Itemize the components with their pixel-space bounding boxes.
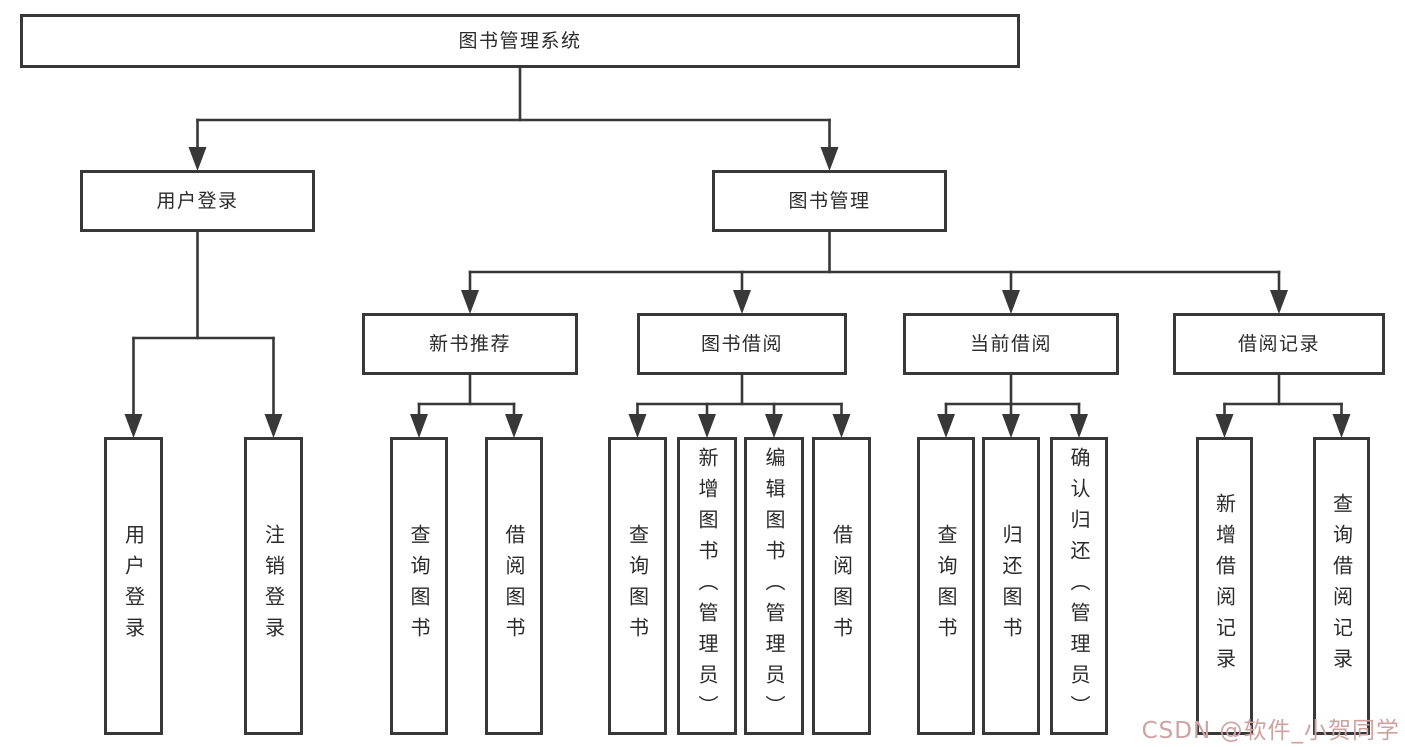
arrowhead-icon <box>1270 290 1288 314</box>
arrowhead-icon <box>264 414 283 438</box>
arrowhead-icon <box>765 414 783 438</box>
node-label: 新书推荐 <box>428 332 511 355</box>
diagram-node-login: 用户登录 <box>80 170 315 232</box>
node-label: 当前借阅 <box>969 332 1052 355</box>
arrowhead-icon <box>628 414 647 438</box>
node-label: 借阅记录 <box>1237 332 1320 355</box>
node-label: 归还图书 <box>999 524 1023 648</box>
node-label: 注销登录 <box>261 524 286 648</box>
diagram-node-mgmt: 图书管理 <box>712 170 947 232</box>
node-label: 图书管理系统 <box>458 29 582 52</box>
diagram-node-rec-query: 查询图书 <box>390 437 448 735</box>
diagram-node-bor-edit: 编辑图书（管理员） <box>744 437 804 735</box>
arrowhead-icon <box>937 414 955 438</box>
node-label: 图书借阅 <box>700 332 783 355</box>
arrowhead-icon <box>733 290 751 314</box>
arrowhead-icon <box>410 414 428 438</box>
node-label: 新增图书（管理员） <box>695 446 719 726</box>
node-label: 用户登录 <box>121 524 146 648</box>
node-label: 新增借阅记录 <box>1212 493 1237 679</box>
arrowhead-icon <box>698 414 716 438</box>
diagram-node-borrow: 图书借阅 <box>637 313 847 375</box>
diagram-node-record: 借阅记录 <box>1173 313 1385 375</box>
diagram-node-rec2-query: 查询借阅记录 <box>1313 437 1370 735</box>
arrowhead-icon <box>832 414 851 438</box>
diagram-node-rec2-add: 新增借阅记录 <box>1196 437 1253 735</box>
arrowhead-icon <box>820 147 839 171</box>
node-label: 确认归还（管理员） <box>1067 446 1091 726</box>
node-label: 借阅图书 <box>829 524 854 648</box>
node-label: 用户登录 <box>156 189 239 212</box>
diagram-node-root: 图书管理系统 <box>20 14 1020 68</box>
diagram-node-login-logout: 注销登录 <box>244 437 303 735</box>
diagram-node-login-user: 用户登录 <box>104 437 163 735</box>
arrowhead-icon <box>1002 414 1020 438</box>
diagram-node-current: 当前借阅 <box>903 313 1119 375</box>
arrowhead-icon <box>1215 414 1234 438</box>
watermark-text: CSDN @软件_小贺同学 <box>1141 718 1400 744</box>
arrowhead-icon <box>505 414 523 438</box>
diagram-node-bor-borrow: 借阅图书 <box>812 437 871 735</box>
node-label: 查询借阅记录 <box>1329 493 1354 679</box>
node-label: 查询图书 <box>625 524 650 648</box>
node-label: 编辑图书（管理员） <box>762 446 786 726</box>
diagram-node-rec-borrow: 借阅图书 <box>485 437 543 735</box>
arrowhead-icon <box>1070 414 1088 438</box>
diagram-node-cur-query: 查询图书 <box>917 437 975 735</box>
diagram-node-cur-return: 归还图书 <box>982 437 1040 735</box>
arrowhead-icon <box>188 147 207 171</box>
diagram-node-cur-confirm: 确认归还（管理员） <box>1050 437 1108 735</box>
node-label: 查询图书 <box>934 524 958 648</box>
diagram-node-bor-add: 新增图书（管理员） <box>677 437 737 735</box>
arrowhead-icon <box>461 290 479 314</box>
node-label: 查询图书 <box>407 524 431 648</box>
diagram-node-bor-query: 查询图书 <box>608 437 667 735</box>
arrowhead-icon <box>1002 290 1020 314</box>
arrowhead-icon <box>124 414 143 438</box>
node-label: 借阅图书 <box>502 524 526 648</box>
node-label: 图书管理 <box>788 189 871 212</box>
diagram-node-recommend: 新书推荐 <box>362 313 578 375</box>
arrowhead-icon <box>1332 414 1351 438</box>
